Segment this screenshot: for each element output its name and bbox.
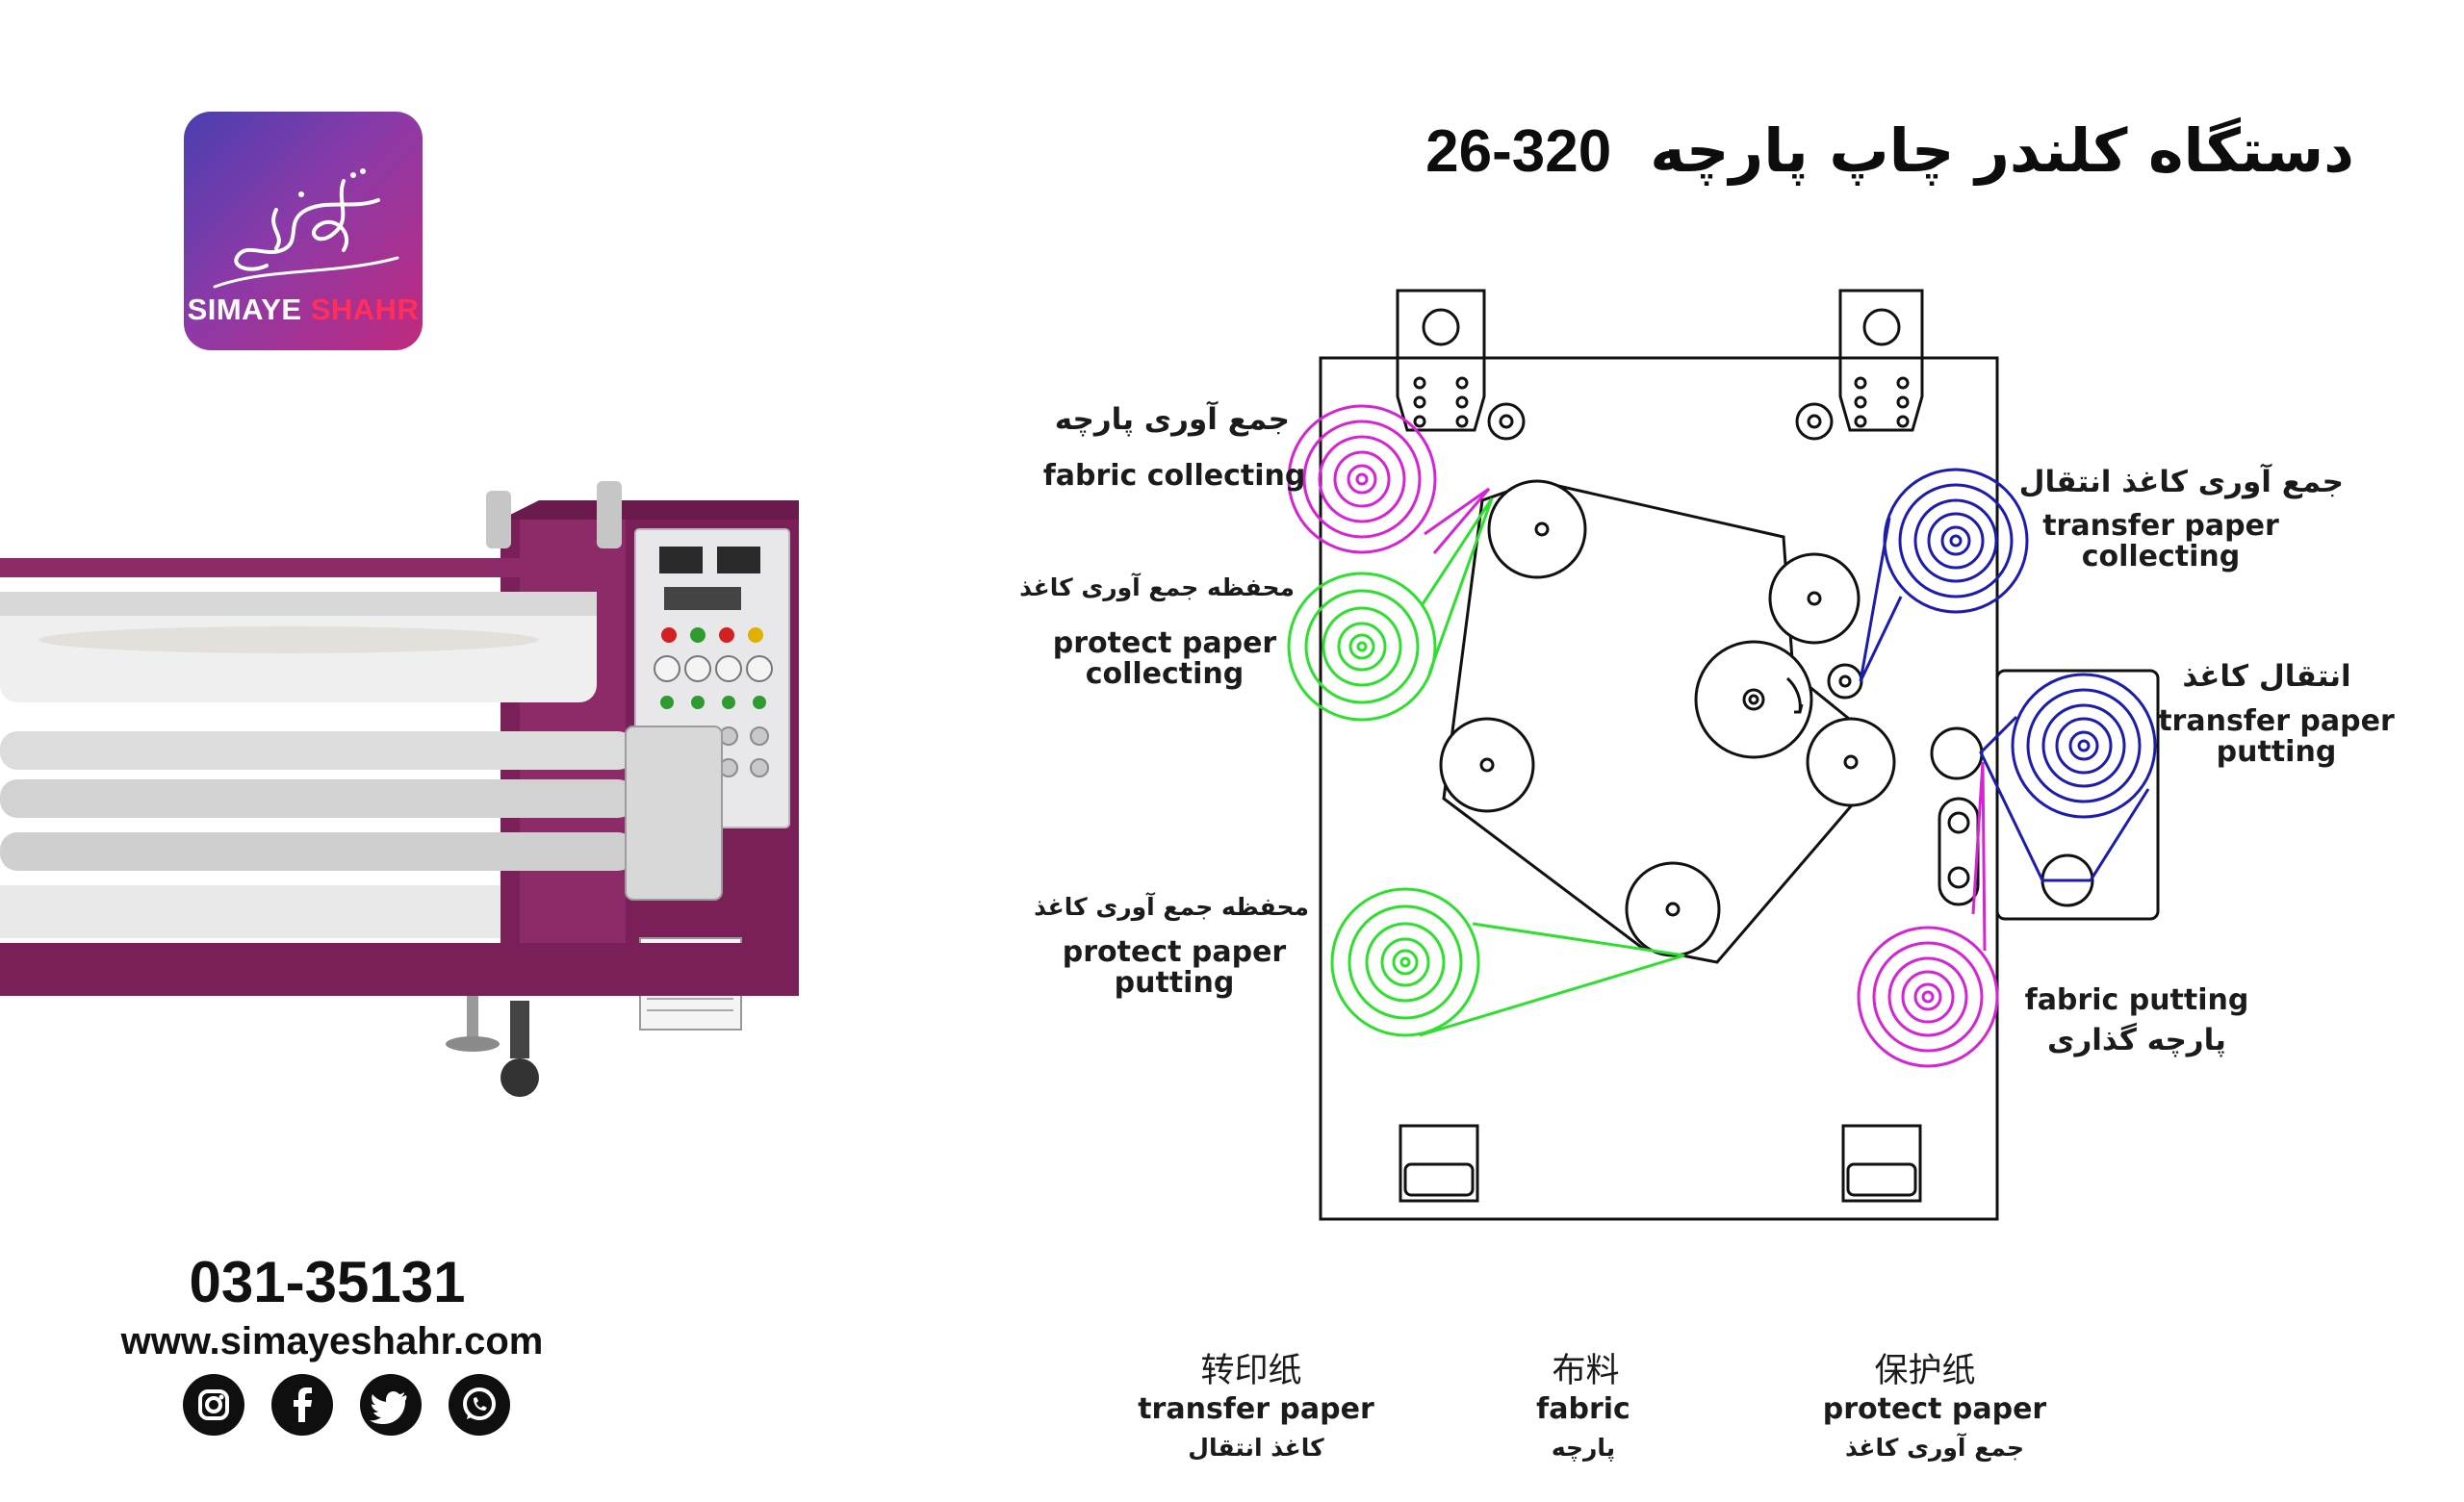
legend-protect-zh: 保护纸 (1874, 1352, 1976, 1390)
transfer-collecting-roll (1883, 468, 2029, 614)
label-transfer-putting-en-2: putting (2216, 735, 2337, 769)
protect-collecting-roll (1287, 572, 1437, 722)
bracket-right (1838, 289, 1924, 432)
instagram-icon[interactable] (183, 1374, 244, 1436)
label-transfer-collecting-en-1: transfer paper (2042, 509, 2279, 543)
twitter-icon[interactable] (360, 1374, 422, 1436)
label-protect-putting-en-2: putting (1114, 966, 1235, 1000)
legend-transfer-zh: 转印纸 (1200, 1352, 1302, 1390)
facebook-icon[interactable] (271, 1374, 333, 1436)
logo-calligraphy (213, 168, 399, 289)
legend-transfer-fa: کاغذ انتقال (1188, 1434, 1324, 1462)
page-title: دستگاه کلندر چاپ پارچه 320-26 (1199, 115, 2354, 186)
label-protect-putting-en-1: protect paper (1062, 935, 1287, 969)
logo-wordmark: SIMAYE SHAHR (184, 293, 423, 327)
title-model-number: 320-26 (1425, 118, 1612, 185)
brand-logo[interactable]: SIMAYE SHAHR (184, 112, 423, 350)
legend-fabric-fa: پارچه (1551, 1434, 1616, 1462)
label-fabric-collecting-fa: جمع آوری پارچه (1054, 402, 1290, 437)
transfer-putting-roll (2011, 673, 2157, 819)
label-fabric-putting-en: fabric putting (2024, 983, 2249, 1017)
protect-putting-roll (1330, 887, 1480, 1037)
fabric-collecting-roll (1287, 404, 1437, 554)
machine-frame (1319, 356, 1999, 1221)
legend-fabric-en: fabric (1536, 1392, 1630, 1426)
calender-schematic (1287, 289, 2160, 1221)
phone-number[interactable]: 031-35131 (189, 1250, 466, 1314)
label-fabric-collecting-en: fabric collecting (1042, 459, 1306, 493)
label-protect-collecting-fa: محفظه جمع آوری کاغذ (1019, 573, 1295, 601)
label-protect-collecting-en-2: collecting (1085, 657, 1245, 691)
legend-protect-en: protect paper (1822, 1392, 2047, 1426)
logo-word-simaye: SIMAYE (187, 293, 302, 326)
label-transfer-putting-fa: انتقال کاغذ (2182, 659, 2351, 694)
label-transfer-collecting-en-2: collecting (2081, 540, 2241, 573)
legend-protect-fa: جمع آوری کاغذ (1844, 1434, 2025, 1462)
fabric-putting-roll (1857, 926, 1999, 1068)
transfer-putting-box (1995, 669, 2160, 921)
title-text: دستگاه کلندر چاپ پارچه (1650, 115, 2354, 186)
bracket-left (1396, 289, 1486, 432)
legend-transfer-en: transfer paper (1138, 1392, 1374, 1426)
legend-fabric-zh: 布料 (1552, 1352, 1620, 1390)
label-fabric-putting-fa: پارچه گذاری (2047, 1023, 2226, 1057)
whatsapp-icon[interactable] (449, 1374, 510, 1436)
label-protect-collecting-en-1: protect paper (1052, 626, 1277, 660)
machine-photo (0, 481, 799, 1097)
website-link[interactable]: www.simayeshahr.com (120, 1320, 544, 1362)
logo-word-shahr: SHAHR (310, 293, 420, 326)
label-protect-putting-fa: محفظه جمع آوری کاغذ (1034, 893, 1309, 921)
label-transfer-putting-en-1: transfer paper (2158, 704, 2395, 738)
label-transfer-collecting-fa: جمع آوری کاغذ انتقال (2018, 465, 2344, 499)
